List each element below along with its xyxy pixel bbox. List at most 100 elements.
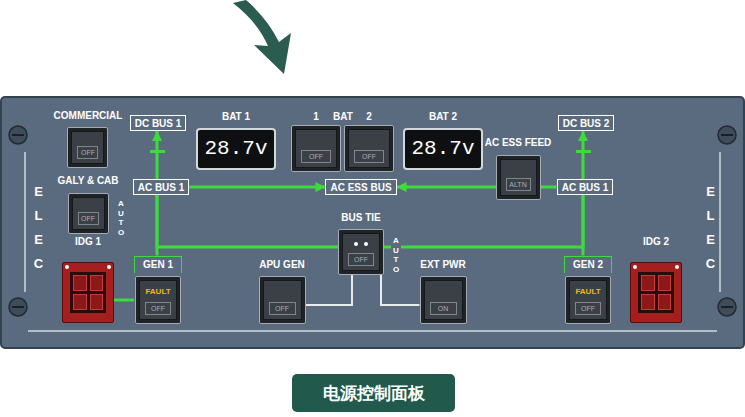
button-upper — [425, 281, 462, 302]
guard-cover — [630, 262, 682, 323]
button-upper: FAULT — [140, 281, 176, 302]
corner-dot — [107, 265, 111, 269]
button-face: OFF — [72, 197, 105, 230]
panel-screw — [718, 126, 736, 144]
feeder-line — [381, 275, 420, 305]
bus-line — [114, 299, 134, 302]
bus-box: AC BUS 1 — [557, 179, 614, 195]
button-face: ON — [424, 280, 463, 320]
off-legend: OFF — [81, 214, 95, 223]
button-upper — [264, 281, 301, 302]
switch-label: 1 — [313, 111, 319, 123]
legend-box: OFF — [77, 146, 98, 159]
push-button: OFF — [338, 229, 384, 275]
guard-cell — [641, 275, 655, 291]
push-button: OFF — [259, 276, 306, 324]
push-button: OFF — [68, 193, 109, 234]
bus-line — [189, 186, 325, 189]
bus-line — [384, 195, 583, 247]
bus-label: AC ESS BUS — [330, 182, 391, 193]
legend-box: ON — [430, 302, 457, 315]
corner-dot — [675, 265, 679, 269]
button-upper — [72, 132, 103, 146]
screw-slot — [721, 134, 733, 136]
panel-name: ELEC — [32, 180, 45, 276]
mode-label: AUTO — [391, 236, 401, 274]
galley-switch: GALY & CAB OFF — [57, 175, 118, 234]
guard-cell — [73, 294, 87, 310]
switch-label: GALY & CAB — [57, 175, 118, 187]
guard-cell — [658, 294, 672, 310]
screw-slot — [12, 306, 24, 308]
fault-legend: FAULT — [145, 287, 170, 297]
off-legend: ALTN — [509, 180, 526, 189]
button-face: OFF — [295, 129, 337, 168]
bus-line — [157, 195, 338, 247]
off-legend: OFF — [275, 304, 289, 313]
legend-box: OFF — [145, 302, 171, 315]
guard-cover — [62, 262, 114, 323]
button-face: OFF — [71, 131, 104, 164]
generator-switch: GEN 2 FAULT OFF — [564, 256, 612, 325]
mode-label: AUTO — [116, 199, 126, 237]
bus-box: AC ESS BUS — [325, 179, 396, 195]
bus-box: DC BUS 1 — [130, 115, 187, 131]
switch-label: GEN 1 — [134, 256, 182, 273]
display-bezel: 28.7v — [196, 128, 275, 170]
switch-label: IDG 2 — [643, 236, 669, 248]
caption-box: 电源控制面板 — [292, 374, 455, 412]
indicator-dot — [364, 242, 368, 246]
commercial-switch: COMMERCIAL OFF — [54, 110, 123, 168]
button-upper — [501, 160, 536, 178]
guard-cell — [641, 294, 655, 310]
battery-voltmeter: BAT 228.7v — [403, 111, 482, 170]
voltage-readout: 28.7v — [411, 137, 474, 161]
panel-edge-line — [719, 152, 721, 292]
idg-disconnect-switch: IDG 2 — [630, 236, 682, 323]
button-face: OFF — [263, 280, 302, 320]
guard-cell — [658, 275, 672, 291]
bus-box: DC BUS 2 — [558, 115, 615, 131]
bus-box: AC BUS 1 — [133, 179, 190, 195]
idg-disconnect-switch: IDG 1 — [62, 236, 114, 323]
switch-label: COMMERCIAL — [54, 110, 123, 122]
panel-name: ELEC — [704, 180, 717, 276]
push-button: FAULT OFF — [135, 276, 181, 324]
bus-line — [156, 131, 159, 179]
button-face: FAULT OFF — [569, 280, 607, 320]
legend-box: OFF — [269, 302, 296, 315]
guard-grid — [638, 272, 674, 313]
bus-label: AC BUS 1 — [138, 182, 185, 193]
bus-label: DC BUS 1 — [135, 118, 182, 129]
screw-head — [718, 126, 736, 144]
switch-group-label: BAT — [333, 111, 353, 123]
panel-edge-line — [24, 152, 26, 292]
switch-label: BUS TIE — [341, 212, 380, 224]
off-legend: OFF — [362, 152, 376, 161]
screw-head — [9, 126, 27, 144]
off-legend: OFF — [151, 304, 165, 313]
guard-cell — [73, 275, 87, 291]
push-button: OFF — [67, 127, 108, 168]
external-power-switch: EXT PWRON — [420, 259, 467, 324]
legend-box: ALTN — [506, 178, 531, 191]
button-upper — [349, 130, 389, 150]
push-button: ON — [420, 276, 467, 324]
fault-legend: FAULT — [575, 287, 600, 297]
pointer-arrow — [233, 0, 291, 74]
panel-screw — [718, 298, 736, 316]
battery-voltmeter: BAT 128.7v — [196, 111, 275, 170]
screw-head — [9, 298, 27, 316]
button-upper — [343, 234, 379, 253]
off-legend: OFF — [581, 304, 595, 313]
feeder-line — [306, 275, 353, 305]
switch-label: APU GEN — [259, 259, 305, 271]
voltage-readout: 28.7v — [204, 137, 267, 161]
generator-switch: GEN 1 FAULT OFF — [134, 256, 182, 325]
button-upper — [73, 198, 104, 212]
switch-label: GEN 2 — [564, 256, 612, 273]
legend-box: OFF — [354, 150, 384, 163]
